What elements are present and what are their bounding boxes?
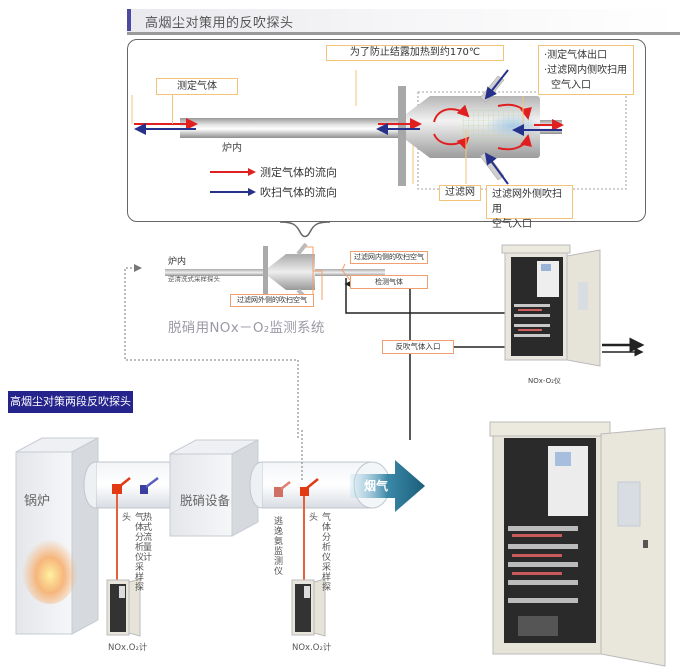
probe-pipe <box>180 118 430 138</box>
probe-detail-diagram <box>131 69 627 190</box>
outlet-nozzle <box>540 120 562 134</box>
sampling-probe-icon <box>112 484 122 494</box>
probe1-label: 气体分析仪采样探头 <box>120 512 143 592</box>
callout-outlet-line2: ·过滤网内侧吹扫用 <box>544 65 628 76</box>
flange <box>398 86 406 186</box>
callout-outlet-line3: 空气入口 <box>551 80 591 91</box>
blue-arrow-icon <box>210 188 256 196</box>
legend-label: 测定气体的流向 <box>260 166 337 179</box>
legend-label: 吹扫气体的流向 <box>260 186 337 199</box>
cabinet-door <box>600 427 666 667</box>
section-header-top <box>127 9 680 35</box>
flowmeter-label: 热式流量计 <box>141 512 151 562</box>
red-arrow-icon <box>210 168 256 176</box>
flue-gas-label: 烟气 <box>364 479 389 493</box>
section-title-top: 高烟尘对策用的反吹探头 <box>145 16 294 31</box>
callout-outlet-line1: ·测定气体出口 <box>544 50 608 61</box>
return-line <box>344 279 411 440</box>
meter1-caption: NOx.O₂计 <box>108 643 148 653</box>
flow-legend: 测定气体的流向 吹扫气体的流向 <box>210 162 337 202</box>
flue-gas-arrow <box>350 460 425 512</box>
furnace-label-detail: 炉内 <box>222 143 242 154</box>
flame-icon <box>22 532 78 604</box>
system-title: 脱硝用NOx－O₂监测系统 <box>168 320 325 336</box>
meter2-caption: NOx.O₂计 <box>292 643 332 653</box>
boiler-label: 锅炉 <box>24 494 51 509</box>
probe-flange <box>263 246 268 298</box>
section-header-bottom: 高烟尘对策两段反吹探头 <box>8 391 133 413</box>
legend-item-measure: 测定气体的流向 <box>210 162 337 182</box>
callout-inner-purge-air: 过滤网内侧的吹扫空气 <box>350 251 428 264</box>
detect-gas-line <box>345 278 516 318</box>
callout-detect-gas: 检测气体 <box>350 275 428 289</box>
callout-outlet: ·测定气体出口 ·过滤网内侧吹扫用 空气入口 <box>538 45 634 95</box>
plant-diagram <box>15 430 425 637</box>
panel-notch <box>280 212 330 238</box>
callout-measure-gas: 测定气体 <box>156 78 238 95</box>
ammonia-monitor-icon <box>274 487 283 497</box>
callout-outer-purge-line1: 过滤网外侧吹扫用 <box>492 189 562 215</box>
large-analyzer-cabinet <box>489 421 666 667</box>
sampling-probe-icon <box>300 487 309 496</box>
furnace-label-system: 炉内 <box>168 257 187 267</box>
probe2-label: 气体分析仪采样探头 <box>307 512 330 592</box>
callout-backflush-inlet: 反吹气体入口 <box>382 340 454 354</box>
callout-outer-purge: 过滤网外侧吹扫用 空气入口 <box>486 185 573 230</box>
header-accent-bar <box>127 9 131 31</box>
duct-1 <box>95 461 179 509</box>
callout-heating: 为了防止结露加热到约170℃ <box>326 45 504 61</box>
small-analyzer-2 <box>291 578 326 637</box>
legend-item-purge: 吹扫气体的流向 <box>210 182 337 202</box>
probe-type-label: 逆清洗式采样探头 <box>168 275 220 283</box>
analyzer-caption: NOx-O₂仪 <box>528 377 561 385</box>
callout-outer-purge-line2: 空气入口 <box>492 219 532 230</box>
flowmeter-icon <box>140 485 148 494</box>
analyzer-cabinet <box>501 244 601 367</box>
callout-outer-purge-air: 过滤网外侧的吹扫空气 <box>230 294 314 307</box>
dotted-connection <box>124 264 299 440</box>
leader-line <box>172 94 173 124</box>
probe-head <box>268 254 315 290</box>
small-analyzer-1 <box>106 578 141 637</box>
callout-filter: 过滤网 <box>439 185 481 201</box>
ammonia-monitor-label: 逃逸氨监测仪 <box>272 516 282 576</box>
denitration-unit <box>169 453 233 537</box>
denitration-label: 脱硝设备 <box>180 493 231 508</box>
